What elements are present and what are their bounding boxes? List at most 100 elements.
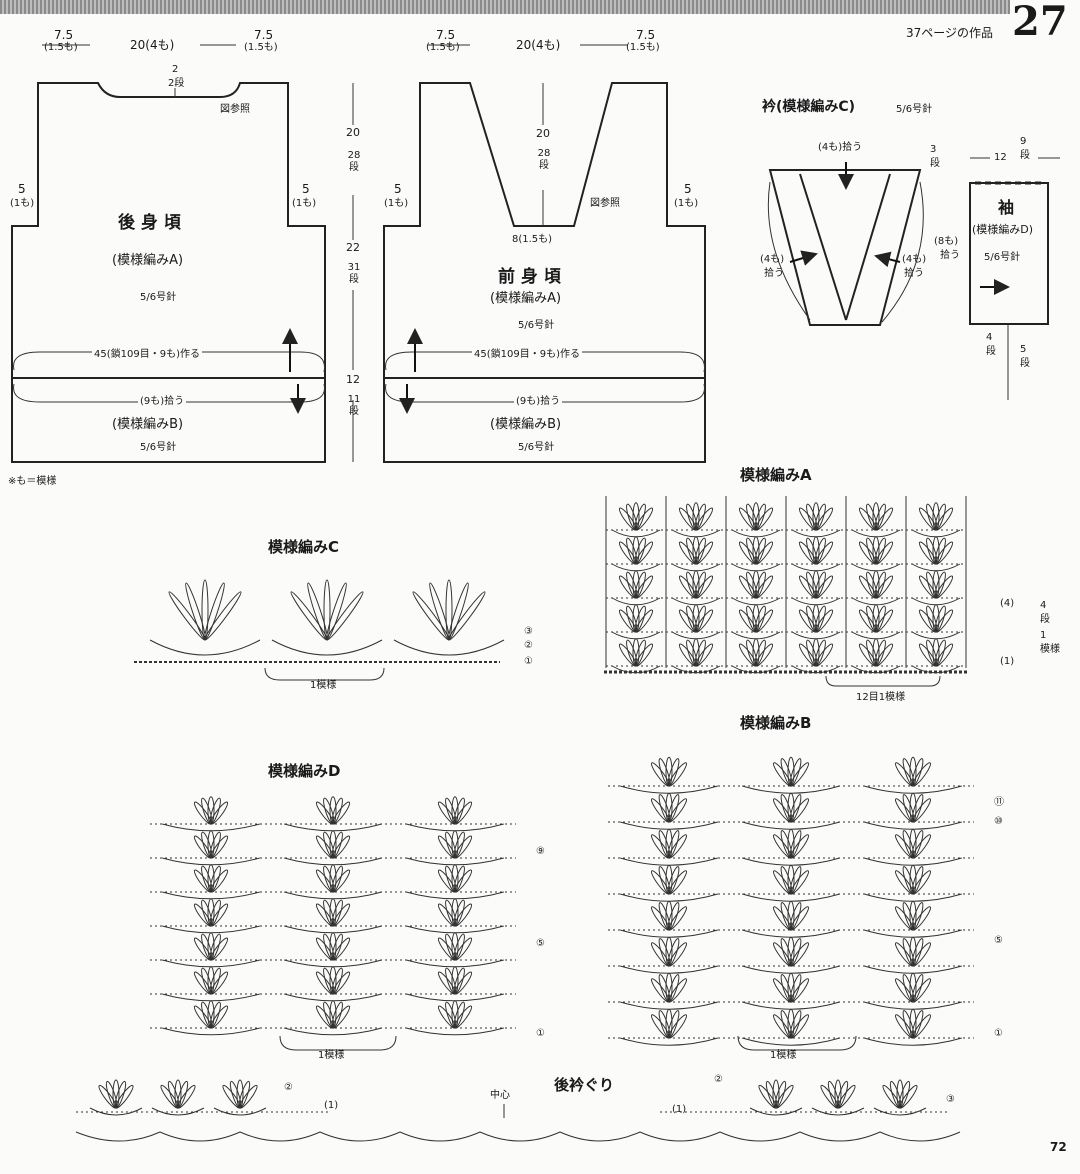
chart-b-petal — [667, 1010, 680, 1039]
back-side-right-stitches: (1も) — [292, 198, 317, 209]
chart-d-arc — [284, 1027, 382, 1036]
chart-b-petal — [911, 758, 924, 787]
chart-b-arc — [620, 965, 718, 974]
back-neck-depth: 2 — [172, 64, 179, 75]
chart-a-arc — [731, 631, 781, 640]
chart-d-petal — [210, 903, 229, 927]
chart-b-petal — [668, 798, 688, 823]
sleeve-bottom-right: 5 — [1020, 344, 1027, 355]
back-neck-rows: 2段 — [168, 78, 185, 89]
chart-d-arc — [162, 959, 260, 968]
chart-b-petal — [912, 978, 932, 1003]
chart-c-petal — [326, 591, 364, 641]
chart-d-arc — [162, 925, 260, 934]
chart-d-petal — [210, 835, 229, 859]
chart-a-petal — [935, 575, 954, 599]
back-side-right: 5 — [302, 182, 310, 196]
chart-a-arc — [851, 631, 901, 640]
chart-b-petal — [912, 762, 932, 787]
chart-a-side-repeat-label: 模様 — [1040, 644, 1060, 655]
chart-a-arc — [611, 563, 661, 572]
neckline-right-petal — [775, 1084, 794, 1109]
collar-right-pickup: (4も) — [902, 254, 927, 265]
neckline-left-petal — [176, 1080, 189, 1109]
front-side-right: 5 — [684, 182, 692, 196]
front-chain: 45(鎖109目・9も)作る — [472, 349, 582, 361]
sleeve-width: 12 — [994, 152, 1007, 163]
chart-a-arc — [911, 631, 961, 640]
chart-a-arc — [731, 529, 781, 538]
chart-a-petal — [635, 643, 654, 667]
chart-d-petal — [454, 971, 473, 995]
chart-a-petal — [815, 643, 834, 667]
chart-b-arc — [742, 1001, 840, 1010]
chart-a-petal — [815, 507, 834, 531]
front-neck-rows: 28段 — [537, 148, 551, 171]
chart-b-petal — [790, 762, 810, 787]
collar-outline — [768, 169, 922, 326]
chart-b-arc — [742, 1037, 840, 1046]
neckline-right-arc — [811, 1107, 865, 1116]
dim-mid-rows: 31段 — [347, 262, 361, 285]
chart-a-petal — [695, 609, 714, 633]
front-hem-needle: 5/6号針 — [518, 442, 555, 453]
chart-a-arc — [791, 529, 841, 538]
chart-b-petal — [668, 834, 688, 859]
chart-b-arc — [620, 929, 718, 938]
chart-b-petal — [667, 794, 680, 823]
chart-c-arc — [271, 639, 383, 656]
chart-d-petal — [332, 801, 351, 825]
collar-needle: 5/6号針 — [896, 104, 933, 115]
back-pickup: (9も)拾う — [138, 396, 187, 408]
neckline-mark-1: ② — [284, 1082, 293, 1093]
chart-d-arc — [406, 1027, 504, 1036]
chart-b-row-1: ① — [994, 1028, 1003, 1039]
neckline-right-petal — [837, 1084, 856, 1109]
chart-b-arc — [864, 1037, 962, 1046]
neckline-right-petal — [836, 1080, 849, 1109]
collar-right-pickup-label: 拾う — [904, 268, 924, 279]
back-hem-needle: 5/6号針 — [140, 442, 177, 453]
chart-b-petal — [667, 902, 680, 931]
chart-d-petal — [332, 869, 351, 893]
collar-depth-rows: 段 — [930, 158, 940, 169]
back-width-left: 7.5 — [54, 28, 74, 42]
chart-d-petal — [454, 869, 473, 893]
back-hem-pattern: (模様編みB) — [112, 417, 184, 432]
front-side-right-stitches: (1も) — [674, 198, 699, 209]
front-neck-bottom: 8(1.5も) — [512, 234, 553, 245]
chart-c-petal — [448, 591, 486, 641]
chart-a-row-top: (4) — [1000, 598, 1015, 609]
chart-d-petal — [210, 1005, 229, 1029]
chart-b-petal — [911, 1010, 924, 1039]
chart-b-arc — [620, 785, 718, 794]
neckline-right-petal — [774, 1080, 787, 1109]
dim-low-rows: 11段 — [347, 394, 361, 417]
chart-b-arc — [864, 857, 962, 866]
chart-d-petal — [210, 801, 229, 825]
chart-a-arc — [791, 631, 841, 640]
chart-a-arc — [671, 563, 721, 572]
chart-a-petal — [875, 609, 894, 633]
neckline-left-arc — [213, 1107, 267, 1116]
chart-a-side-rows-label: 段 — [1040, 614, 1050, 625]
neckline-right-arc — [873, 1107, 927, 1116]
front-side-left: 5 — [394, 182, 402, 196]
chart-a-arc — [731, 597, 781, 606]
sleeve-bottom-left: 4 — [986, 332, 993, 343]
page-number: 72 — [1050, 1140, 1067, 1154]
chart-d-arc — [162, 857, 260, 866]
chart-d-arc — [284, 891, 382, 900]
front-width-left: 7.5 — [436, 28, 456, 42]
chart-d-petal — [332, 835, 351, 859]
chart-b-petal — [668, 906, 688, 931]
chart-b-petal — [912, 870, 932, 895]
chart-a-petal — [875, 541, 894, 565]
chart-a-arc — [611, 529, 661, 538]
neckline-left-petal — [115, 1084, 134, 1109]
front-pickup: (9も)拾う — [514, 396, 563, 408]
chart-c-repeat-brace — [264, 667, 385, 681]
chart-b-arc — [864, 821, 962, 830]
chart-d-arc — [406, 959, 504, 968]
chart-d-arc — [284, 993, 382, 1002]
